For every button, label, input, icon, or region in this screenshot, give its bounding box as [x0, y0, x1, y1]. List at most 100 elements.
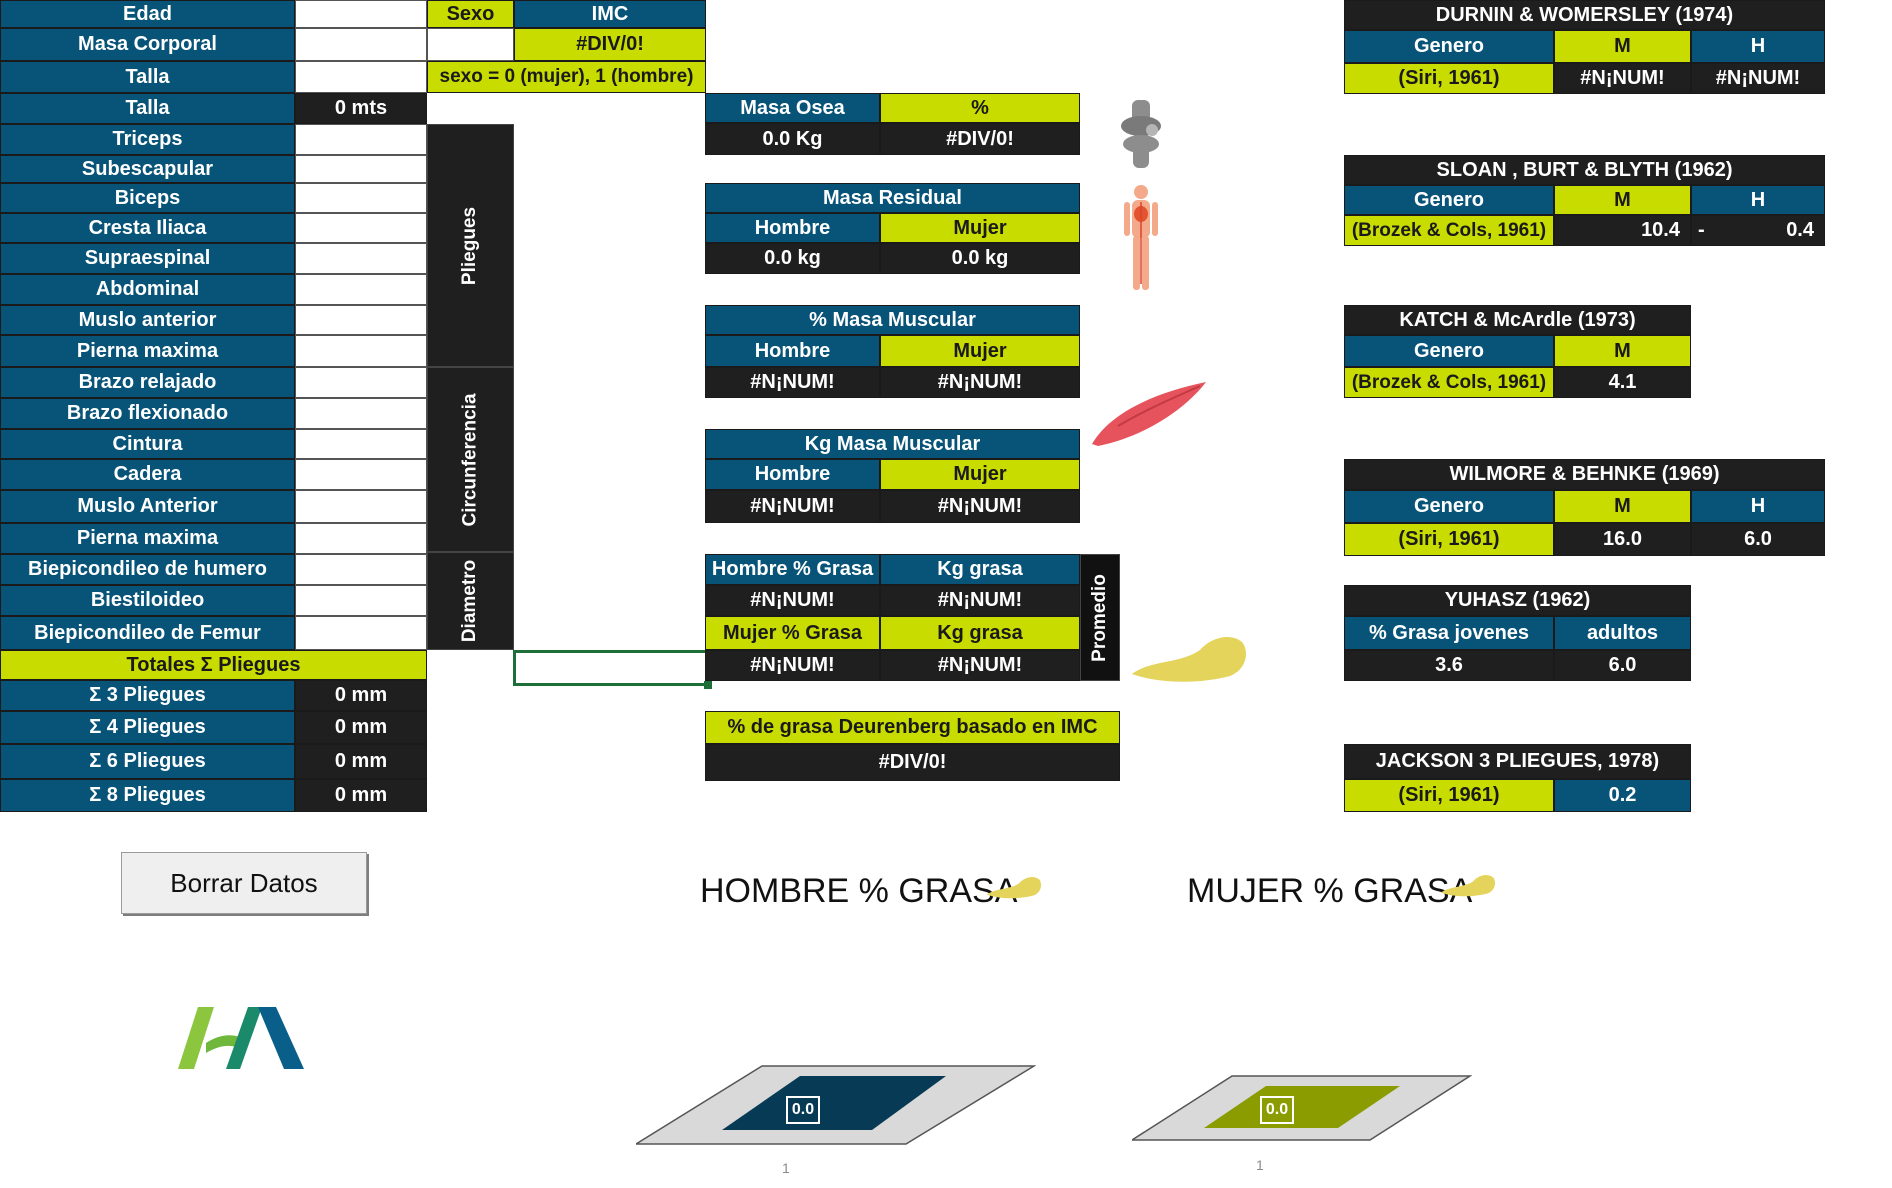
sexo-note: sexo = 0 (mujer), 1 (hombre)	[427, 61, 706, 93]
kg-masa-muscular-m-label: Mujer	[880, 459, 1080, 490]
row-input[interactable]	[295, 124, 427, 155]
durnin-h-value: #N¡NUM!	[1691, 63, 1825, 94]
promedio-label: Promedio	[1080, 554, 1120, 681]
jackson-title: JACKSON 3 PLIEGUES, 1978)	[1344, 744, 1691, 779]
hombre-pct-grasa-label: Hombre % Grasa	[705, 554, 880, 585]
brand-logo	[178, 1007, 304, 1069]
masa-residual-h: 0.0 kg	[705, 243, 880, 274]
jackson-ref: (Siri, 1961)	[1344, 779, 1554, 812]
yuhasz-adultos-value: 6.0	[1554, 650, 1691, 681]
mujer-chart-value: 0.0	[1260, 1096, 1294, 1124]
hombre-chart-bar	[722, 1076, 946, 1130]
sloan-h-value: -0.4	[1691, 215, 1825, 246]
fat-tissue-icon	[986, 877, 1042, 899]
sloan-dash: -	[1698, 219, 1705, 241]
muscle-icon	[1092, 382, 1206, 446]
row-input[interactable]	[295, 585, 427, 616]
total-label: Σ 3 Pliegues	[0, 680, 295, 711]
row-input[interactable]	[295, 61, 427, 93]
row-input[interactable]	[295, 243, 427, 274]
row-label: Cadera	[0, 459, 295, 490]
total-value: 0 mm	[295, 711, 427, 744]
row-input[interactable]	[295, 335, 427, 367]
katch-genero: Genero	[1344, 335, 1554, 367]
row-label: Cintura	[0, 429, 295, 459]
total-label: Σ 8 Pliegues	[0, 779, 295, 812]
row-label: Masa Corporal	[0, 28, 295, 61]
masa-osea-pct: #DIV/0!	[880, 123, 1080, 155]
selected-cell[interactable]	[513, 650, 712, 689]
row-input[interactable]	[295, 213, 427, 243]
katch-title: KATCH & McArdle (1973)	[1344, 305, 1691, 335]
row-input[interactable]	[295, 155, 427, 183]
kg-masa-muscular-title: Kg Masa Muscular	[705, 429, 1080, 459]
row-input[interactable]	[295, 429, 427, 459]
sloan-genero: Genero	[1344, 185, 1554, 215]
row-label: Muslo Anterior	[0, 490, 295, 523]
mujer-chart-title: MUJER % GRASA	[1187, 872, 1473, 910]
deurenberg-title: % de grasa Deurenberg basado en IMC	[705, 711, 1120, 744]
durnin-genero: Genero	[1344, 30, 1554, 63]
pct-masa-muscular-h-label: Hombre	[705, 335, 880, 367]
row-label: Subescapular	[0, 155, 295, 183]
hombre-grasa-chart	[636, 1065, 1036, 1145]
kg-masa-muscular-h-label: Hombre	[705, 459, 880, 490]
pct-masa-muscular-m: #N¡NUM!	[880, 367, 1080, 398]
sloan-title: SLOAN , BURT & BLYTH (1962)	[1344, 155, 1825, 185]
row-input[interactable]	[295, 0, 427, 28]
sloan-h-label: H	[1691, 185, 1825, 215]
mujer-chart-bar	[1204, 1086, 1400, 1128]
wilmore-title: WILMORE & BEHNKE (1969)	[1344, 459, 1825, 490]
pct-masa-muscular-title: % Masa Muscular	[705, 305, 1080, 335]
mujer-kg-grasa-label: Kg grasa	[880, 616, 1080, 650]
row-label: Biestiloideo	[0, 585, 295, 616]
kg-masa-muscular-h: #N¡NUM!	[705, 490, 880, 523]
sexo-label: Sexo	[427, 0, 514, 28]
masa-residual-h-label: Hombre	[705, 213, 880, 243]
row-label: Biepicondileo de Femur	[0, 616, 295, 650]
row-input[interactable]	[295, 616, 427, 650]
imc-label: IMC	[514, 0, 706, 28]
masa-residual-m-label: Mujer	[880, 213, 1080, 243]
wilmore-genero: Genero	[1344, 490, 1554, 523]
row-input[interactable]	[295, 554, 427, 585]
total-value: 0 mm	[295, 779, 427, 812]
row-label: Edad	[0, 0, 295, 28]
deurenberg-value: #DIV/0!	[705, 744, 1120, 781]
row-input[interactable]	[295, 459, 427, 490]
borrar-datos-button[interactable]: Borrar Datos	[121, 852, 367, 914]
total-value: 0 mm	[295, 744, 427, 779]
wilmore-h-label: H	[1691, 490, 1825, 523]
hombre-chart-value: 0.0	[786, 1096, 820, 1124]
sexo-input[interactable]	[427, 28, 514, 61]
katch-ref: (Brozek & Cols, 1961)	[1344, 367, 1554, 398]
row-input[interactable]	[295, 523, 427, 554]
row-input[interactable]	[295, 367, 427, 398]
mujer-grasa-chart	[1132, 1075, 1472, 1141]
hombre-kg-grasa-label: Kg grasa	[880, 554, 1080, 585]
row-label: Triceps	[0, 124, 295, 155]
row-input[interactable]	[295, 490, 427, 523]
sloan-m-value: 10.4	[1554, 215, 1691, 246]
total-value: 0 mm	[295, 680, 427, 711]
durnin-h-label: H	[1691, 30, 1825, 63]
yuhasz-title: YUHASZ (1962)	[1344, 585, 1691, 616]
row-input[interactable]	[295, 28, 427, 61]
hombre-pct-grasa: #N¡NUM!	[705, 585, 880, 616]
talla-mts-value: 0 mts	[295, 93, 427, 124]
durnin-title: DURNIN & WOMERSLEY (1974)	[1344, 0, 1825, 30]
pct-masa-muscular-h: #N¡NUM!	[705, 367, 880, 398]
row-input[interactable]	[295, 183, 427, 213]
wilmore-m-label: M	[1554, 490, 1691, 523]
row-label: Biepicondileo de humero	[0, 554, 295, 585]
row-input[interactable]	[295, 274, 427, 305]
human-body-icon	[1124, 185, 1158, 290]
jackson-value: 0.2	[1554, 779, 1691, 812]
row-input[interactable]	[295, 398, 427, 429]
hombre-chart-tick: 1	[782, 1160, 790, 1176]
yuhasz-adultos-label: adultos	[1554, 616, 1691, 650]
row-label: Brazo flexionado	[0, 398, 295, 429]
hombre-chart-title: HOMBRE % GRASA	[700, 872, 1018, 910]
masa-osea-pct-label: %	[880, 93, 1080, 123]
row-input[interactable]	[295, 305, 427, 335]
